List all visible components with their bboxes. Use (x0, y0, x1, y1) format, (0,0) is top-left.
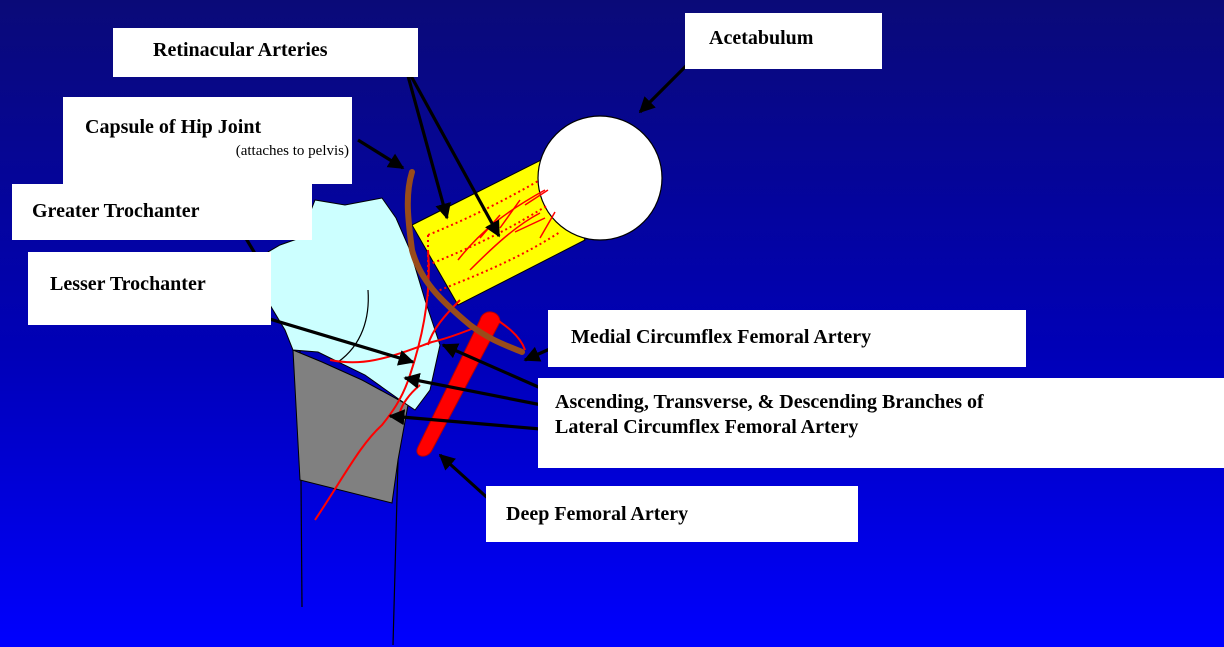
lateral-circumflex-line1: Ascending, Transverse, & Descending Bran… (555, 390, 1224, 415)
arrow-retinacular-1 (405, 65, 447, 218)
capsule-text: Capsule of Hip Joint (85, 116, 261, 138)
arrow-capsule (358, 140, 403, 168)
label-retinacular-arteries: Retinacular Arteries (113, 28, 418, 77)
deep-femoral-text: Deep Femoral Artery (506, 503, 688, 525)
label-lesser-trochanter: Lesser Trochanter (28, 252, 271, 325)
arrow-deep-femoral (440, 455, 492, 502)
label-greater-trochanter: Greater Trochanter (12, 184, 312, 240)
arrow-lateral-descending (390, 416, 552, 430)
femoral-head (538, 116, 662, 240)
label-deep-femoral-artery: Deep Femoral Artery (486, 486, 858, 542)
lateral-circumflex-line2: Lateral Circumflex Femoral Artery (555, 415, 1224, 440)
acetabulum-text: Acetabulum (709, 27, 813, 49)
label-medial-circumflex: Medial Circumflex Femoral Artery (548, 310, 1026, 367)
label-acetabulum: Acetabulum (685, 13, 882, 69)
medial-circumflex-text: Medial Circumflex Femoral Artery (571, 326, 871, 348)
lesser-trochanter-text: Lesser Trochanter (50, 273, 206, 295)
label-capsule-of-hip-joint: Capsule of Hip Joint (attaches to pelvis… (63, 97, 352, 184)
retinacular-arteries-text: Retinacular Arteries (153, 39, 328, 61)
greater-trochanter-text: Greater Trochanter (32, 200, 200, 222)
label-lateral-circumflex: Ascending, Transverse, & Descending Bran… (538, 378, 1224, 468)
capsule-note-text: (attaches to pelvis) (85, 142, 352, 161)
